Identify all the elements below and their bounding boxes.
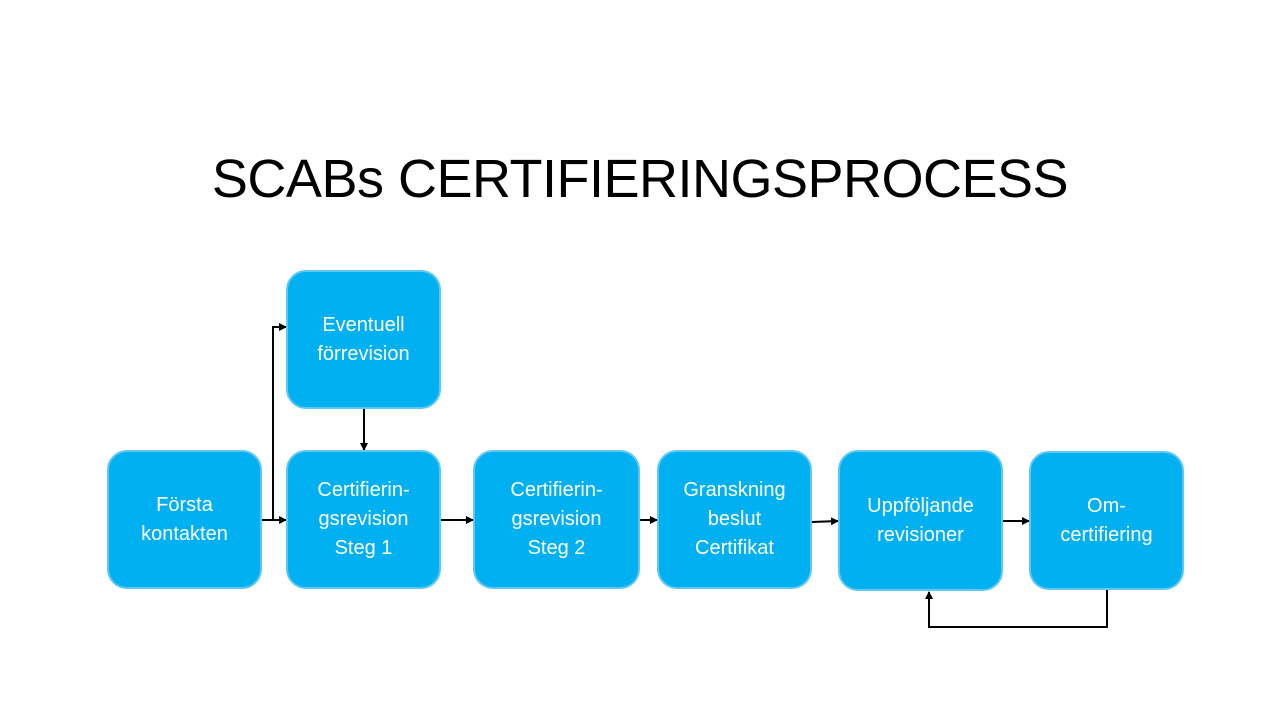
node-steg2[interactable]: Certifierin- gsrevision Steg 2 <box>473 450 640 589</box>
node-forsta-kontakten[interactable]: Första kontakten <box>107 450 262 589</box>
diagram-title: SCABs CERTIFIERINGSPROCESS <box>211 149 1069 209</box>
node-steg1[interactable]: Certifierin- gsrevision Steg 1 <box>286 450 441 589</box>
node-granskning[interactable]: Granskning beslut Certifikat <box>657 450 812 589</box>
node-eventuell-forrevision[interactable]: Eventuell förrevision <box>286 270 441 409</box>
edge-forsta-to-forrevision <box>272 323 287 520</box>
edge-omcertifiering-to-uppfoljande <box>925 590 1108 628</box>
node-uppfoljande[interactable]: Uppföljande revisioner <box>838 450 1003 591</box>
edge-granskning-to-uppfoljande <box>811 517 839 526</box>
node-omcertifiering[interactable]: Om- certifiering <box>1029 451 1184 590</box>
